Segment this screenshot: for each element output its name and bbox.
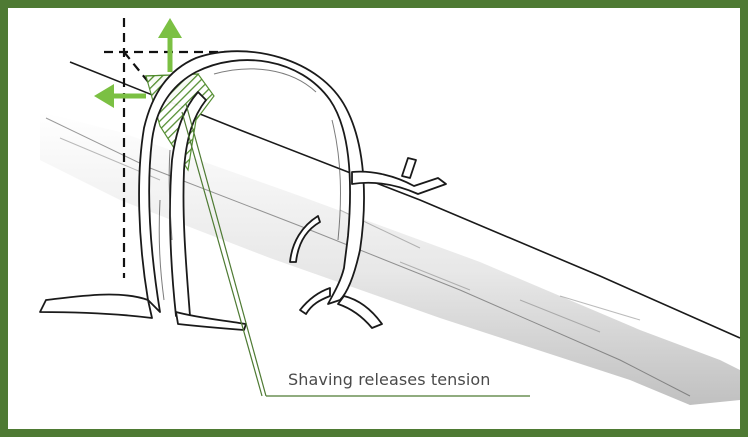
caption-label: Shaving releases tension: [288, 370, 491, 389]
arrow-up-icon: [158, 18, 182, 72]
arrow-left-icon: [94, 84, 146, 108]
